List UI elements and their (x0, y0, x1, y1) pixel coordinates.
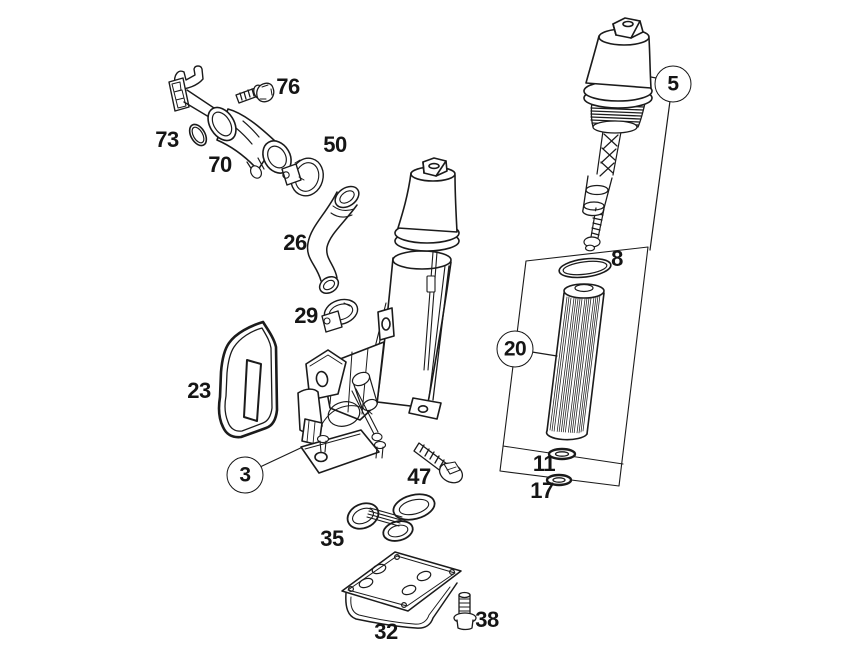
callout-70: 70 (208, 152, 232, 177)
callout-76: 76 (276, 74, 300, 99)
filter-kit-box (499, 246, 649, 487)
o-ring-11 (547, 447, 577, 461)
callout-8: 8 (611, 246, 623, 271)
callout-26: 26 (283, 230, 307, 255)
filter-element-20 (545, 283, 605, 441)
o-ring-73 (188, 123, 208, 147)
callout-11: 11 (532, 451, 556, 476)
callout-5-circle: 5 (654, 65, 692, 103)
pipe-bracket-clip (168, 65, 215, 118)
coolant-pipe-70 (207, 106, 292, 179)
oil-cooler-32 (341, 551, 462, 629)
callout-38: 38 (475, 607, 499, 632)
hose-clamp-29 (321, 298, 359, 333)
callout-35: 35 (320, 526, 344, 551)
callout-20-circle: 20 (496, 330, 534, 368)
hose-26 (306, 185, 360, 295)
gasket-23 (217, 320, 279, 439)
callout-50: 50 (323, 132, 347, 157)
bolt-47 (413, 442, 464, 484)
gasket-35 (346, 493, 436, 542)
leader-lines (259, 72, 671, 468)
bolt-38 (453, 591, 477, 631)
callout-17: 17 (530, 478, 554, 503)
callout-3-circle: 3 (226, 456, 264, 494)
callout-32: 32 (374, 619, 398, 644)
hose-clamp-50 (281, 157, 324, 197)
oil-filter-housing-3 (297, 157, 460, 474)
callout-23: 23 (187, 378, 211, 403)
bolt-76 (235, 82, 275, 104)
o-ring-17 (545, 473, 573, 487)
filter-cap-assembly-5 (582, 17, 653, 252)
callout-29: 29 (294, 303, 318, 328)
callout-73: 73 (155, 127, 179, 152)
callout-47: 47 (407, 464, 431, 489)
o-ring-8 (558, 257, 612, 279)
